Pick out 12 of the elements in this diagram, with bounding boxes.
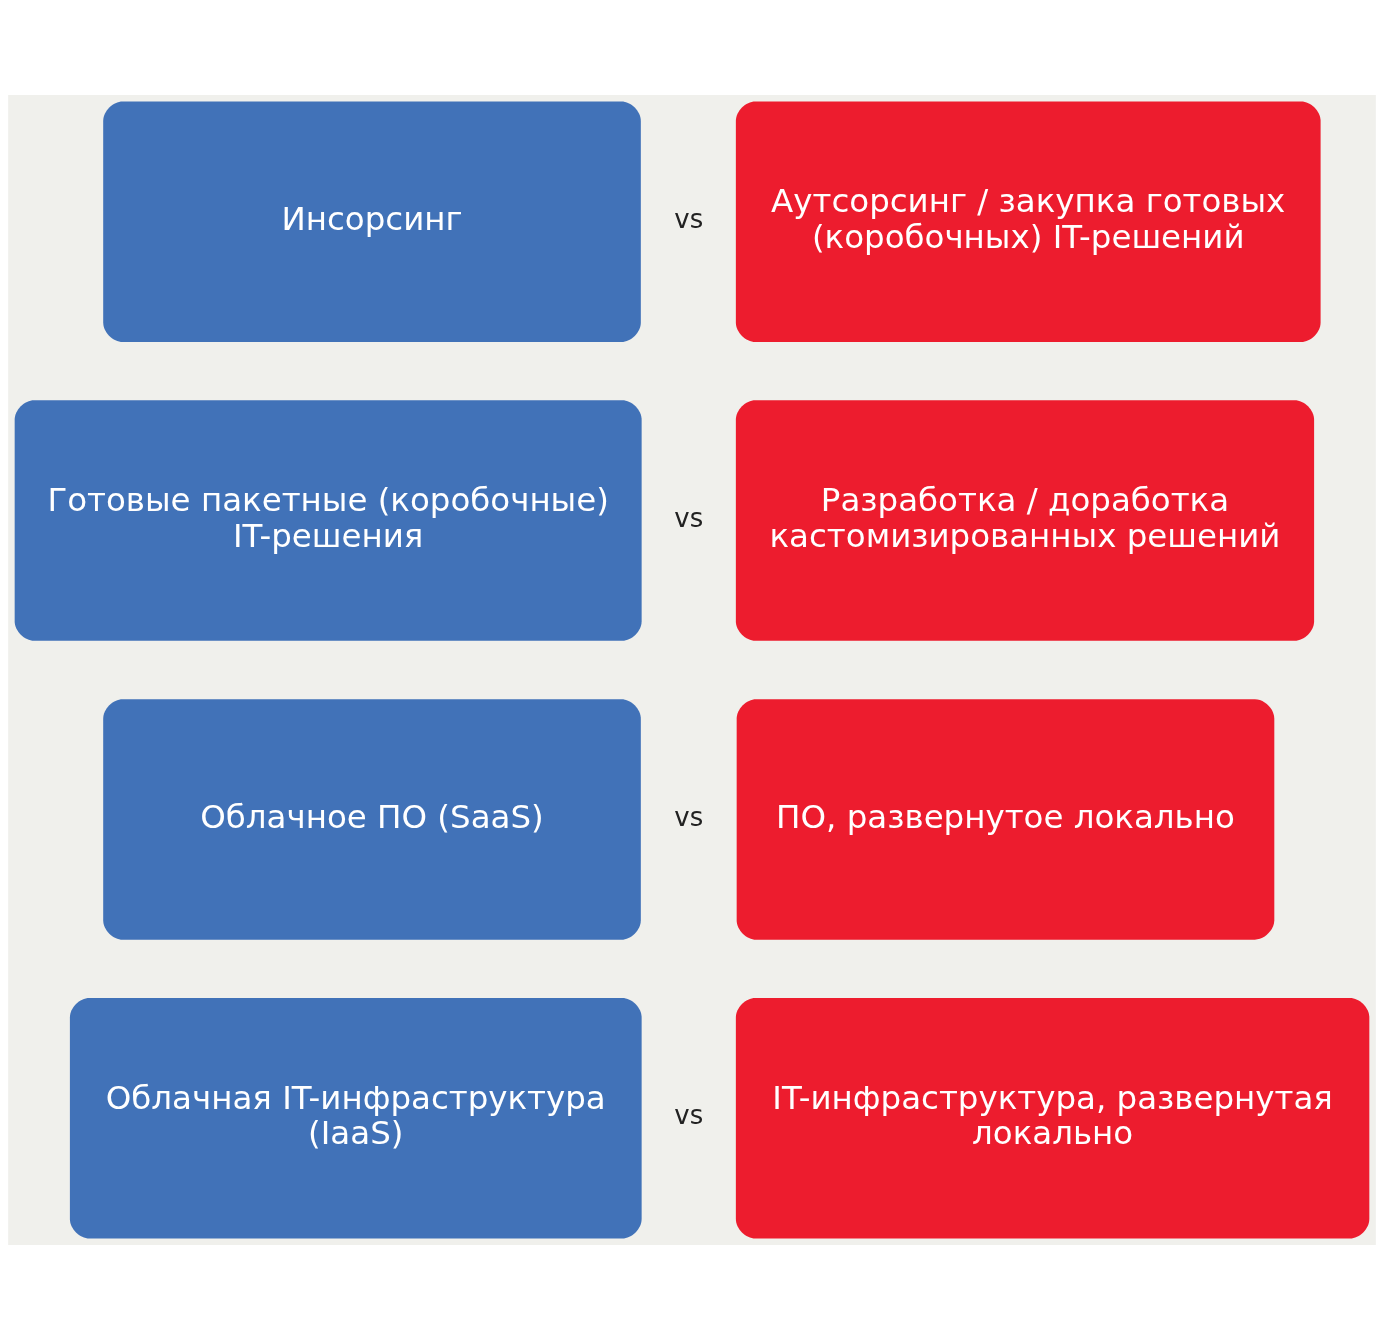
label: vs	[674, 1100, 704, 1131]
node-box: IT-инфраструктура, развернутая локально	[735, 998, 1370, 1239]
node-box: Готовые пакетные (коробочные) IT-решения	[14, 400, 642, 641]
label: vs	[674, 203, 704, 234]
node-box: Аутсорсинг / закупка готовых (коробочных) IT-решений	[735, 101, 1321, 342]
node-box: Разработка / доработка кастомизированных решений	[735, 400, 1315, 641]
node-box: ПО, развернутое локально	[736, 699, 1275, 940]
node-box: Облачное ПО (SaaS)	[103, 699, 641, 940]
label: vs	[674, 801, 704, 832]
node-box: Облачная IT-инфраструктура (IaaS)	[69, 998, 642, 1239]
node-box: Инсорсинг	[103, 101, 641, 342]
label: vs	[674, 502, 704, 533]
